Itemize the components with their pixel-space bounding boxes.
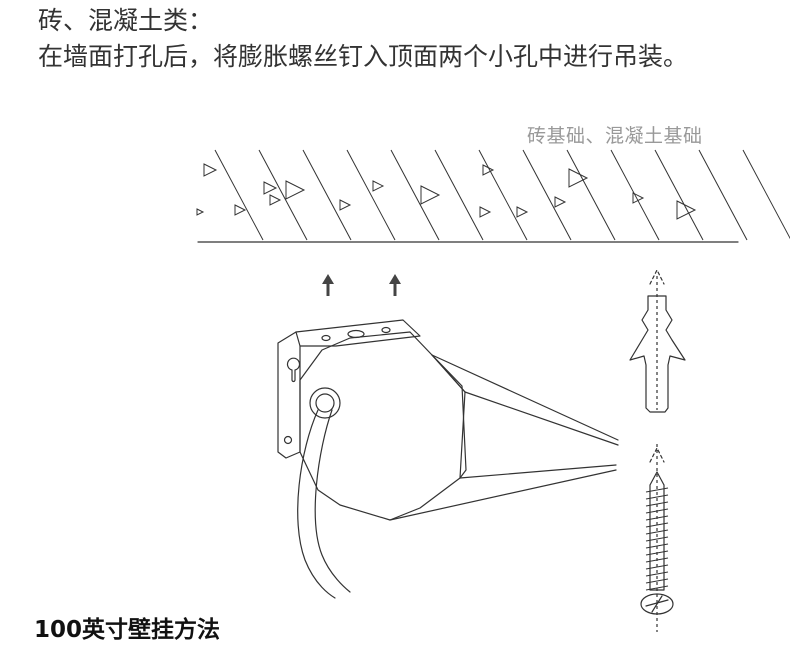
aggregate-triangle: [632, 192, 645, 204]
screw-thread: [645, 494, 669, 500]
expansion-anchor: [629, 269, 686, 413]
body-top-edge: [431, 354, 619, 441]
anchor-body: [629, 295, 686, 413]
screw-head: [640, 593, 674, 615]
screw-thread: [645, 578, 669, 584]
screw-thread: [645, 550, 669, 556]
screw-thread: [645, 585, 669, 591]
aggregate-triangle: [234, 204, 247, 216]
hatch-line: [434, 149, 484, 241]
aggregate-triangle: [676, 200, 697, 220]
screw-thread: [645, 515, 669, 521]
up-arrow-left: [322, 274, 334, 296]
aggregate-triangle: [263, 181, 278, 195]
hatch-line: [302, 149, 352, 241]
screw-thread: [645, 543, 669, 549]
screw-thread: [645, 529, 669, 535]
instruction-text: 在墙面打孔后，将膨胀螺丝钉入顶面两个小孔中进行吊装。: [38, 42, 689, 71]
wall-mount-method-title: 100英寸壁挂方法: [34, 617, 221, 643]
aggregate-triangle: [203, 163, 218, 177]
power-cable: [297, 409, 336, 599]
hatch-line: [522, 149, 572, 241]
screw-thread: [645, 501, 669, 507]
body-lower-edge: [459, 464, 617, 479]
hatch-line: [214, 149, 264, 241]
cable-gland-inner: [315, 393, 335, 413]
screw-thread: [645, 487, 669, 493]
body-upper-edge: [464, 391, 619, 446]
hatch-line: [566, 149, 616, 241]
hatch-line: [654, 149, 704, 241]
body-bottom-edge: [389, 469, 617, 521]
material-heading: 砖、混凝土类：: [38, 6, 214, 35]
screw: [640, 444, 674, 632]
hatch-line: [478, 149, 528, 241]
housing-inner-edge: [431, 354, 467, 479]
screw-thread: [645, 508, 669, 514]
aggregate-triangle: [285, 180, 306, 200]
screw-direction-arrow: [649, 447, 665, 463]
bracket-hole-icon: [283, 435, 293, 445]
hatch-line: [610, 149, 660, 241]
aggregate-marks: [196, 163, 697, 220]
aggregate-triangle: [339, 199, 352, 211]
aggregate-triangle: [196, 208, 205, 216]
aggregate-triangle: [420, 185, 441, 205]
screw-thread: [645, 522, 669, 528]
foundation-hatching: [196, 149, 790, 243]
screw-thread: [645, 571, 669, 577]
screw-thread: [645, 557, 669, 563]
up-arrow-right: [389, 274, 401, 296]
cable-gland-outer: [309, 387, 341, 419]
aggregate-triangle: [372, 180, 385, 192]
aggregate-triangle: [482, 164, 495, 176]
aggregate-triangle: [568, 168, 589, 188]
hatch-line: [742, 149, 790, 240]
hatch-line: [258, 149, 308, 241]
hatch-lines: [214, 149, 790, 241]
screw-cross-slot: [645, 595, 669, 613]
hatch-line: [390, 149, 440, 241]
screw-thread: [645, 536, 669, 542]
anchor-direction-arrow: [649, 269, 665, 285]
aggregate-triangle: [516, 206, 529, 218]
hatch-line: [698, 149, 748, 241]
aggregate-triangle: [269, 194, 282, 206]
mount-hole-1: [321, 334, 331, 342]
keyhole-icon: [286, 357, 301, 383]
screw-threads: [645, 487, 669, 591]
aggregate-triangle: [554, 196, 567, 208]
mount-hole-3: [381, 326, 391, 334]
wall-mount-device: [277, 319, 619, 599]
hatch-line: [346, 149, 396, 241]
mount-bracket-plate: [277, 331, 301, 459]
power-cable-outline: [314, 409, 351, 593]
screw-thread: [645, 564, 669, 570]
foundation-label: 砖基础、混凝土基础: [527, 125, 703, 147]
housing-front-face: [299, 331, 466, 521]
aggregate-triangle: [479, 206, 492, 218]
mount-bracket-top: [295, 319, 421, 347]
screw-shank: [649, 471, 665, 591]
